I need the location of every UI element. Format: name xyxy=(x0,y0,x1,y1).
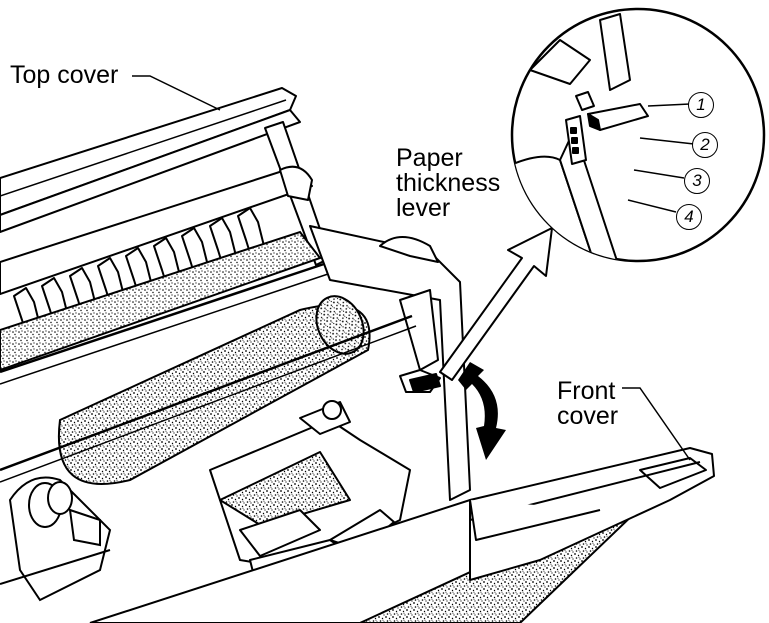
callout-arrow xyxy=(439,227,553,381)
left-knob xyxy=(0,476,112,602)
upper-roller xyxy=(0,230,335,385)
top-cover-label: Top cover xyxy=(10,61,119,89)
paper-thickness-lever-label: Paper thickness lever xyxy=(396,144,501,222)
platen-roller xyxy=(0,295,417,485)
front-cover xyxy=(469,447,715,581)
label-leader-lines xyxy=(132,75,691,461)
double-arrow xyxy=(458,362,506,460)
front-cover-label: Front cover xyxy=(557,377,619,430)
printer-frame xyxy=(309,225,471,501)
lever-position-1: 1 xyxy=(688,92,714,118)
lever-position-2: 2 xyxy=(692,132,718,158)
lever-position-3: 3 xyxy=(684,168,710,194)
lever-position-4: 4 xyxy=(676,204,702,230)
magnified-lever-view xyxy=(510,7,766,263)
